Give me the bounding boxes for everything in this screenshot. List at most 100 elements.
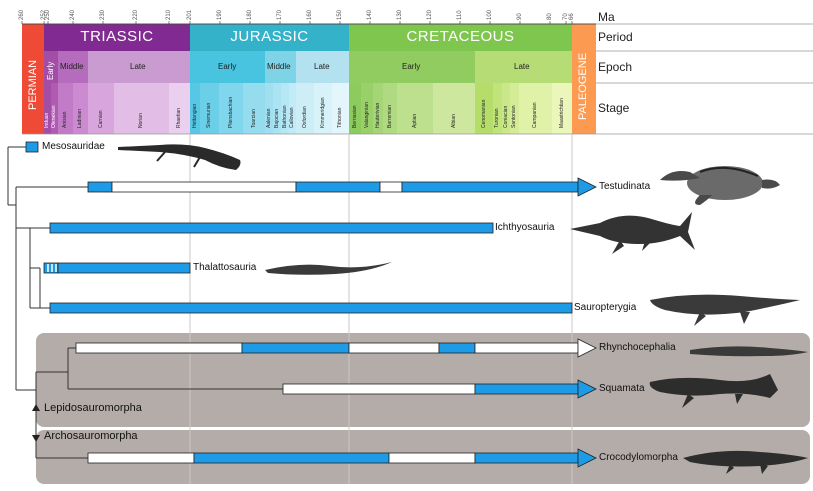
epoch-cretaceous-early [349, 51, 475, 83]
stage-label: Cenomanian [481, 99, 487, 128]
stage-label: Anisian [62, 111, 68, 128]
rhynchocephalian-silhouette-icon [690, 346, 808, 357]
range-rhynchocephalia-ghost-3 [474, 342, 579, 354]
range-testudinata-ghost-2 [379, 181, 403, 193]
stage-label: Tithonian [337, 107, 343, 128]
stage-tithonian [332, 83, 349, 134]
ma-tick-label: 140 [367, 9, 373, 20]
turtle-silhouette-icon [660, 166, 780, 205]
stage-bathonian [281, 83, 289, 134]
ma-tick-label: 201 [187, 9, 193, 20]
range-squamata-arrowhead [577, 379, 597, 399]
period-jurassic [190, 24, 349, 51]
stage-olenekian [51, 83, 58, 134]
stage-aptian [397, 83, 433, 134]
mesosaur-silhouette-icon [118, 144, 241, 170]
stage-albian [433, 83, 475, 134]
stage-label: Kimmeridgian [320, 97, 326, 128]
stage-header-label: Stage [598, 101, 630, 115]
stage-bajocian [273, 83, 281, 134]
clade-label-archosauromorpha: Archosauromorpha [44, 430, 138, 442]
period-triassic [44, 24, 190, 51]
lepidosauromorpha-shading [36, 333, 810, 427]
period-label-permian: PERMIAN [27, 59, 39, 110]
ma-tick-label: 180 [247, 9, 253, 20]
ma-tick-label: 250 [45, 9, 51, 20]
stage-label: Bajocian [274, 108, 280, 128]
stage-turonian [493, 83, 502, 134]
plesiosaur-silhouette-icon [650, 294, 800, 326]
ma-tick-label: 230 [100, 9, 106, 20]
epoch-jurassic-middle [265, 51, 296, 83]
range-rhynchocephalia-blue-2 [438, 342, 476, 354]
ma-tick-label: 66 [569, 13, 575, 20]
range-rhynchocephalia-ghost-2 [348, 342, 440, 354]
range-rhynchocephalia-blue-1 [241, 342, 350, 354]
epoch-label-triassic-early: Early [46, 61, 55, 80]
epoch-triassic-late [88, 51, 190, 83]
stage-aalenian [265, 83, 273, 134]
range-squamata-blue [474, 383, 579, 395]
ma-tick-label: 260 [19, 9, 25, 20]
ma-tick-label: 240 [70, 9, 76, 20]
range-testudinata-blue-3 [401, 181, 579, 193]
epoch-label-jurassic-early: Early [218, 62, 237, 71]
stage-pliensbachian [219, 83, 243, 134]
stage-callovian [289, 83, 296, 134]
stage-label: Santonian [511, 105, 517, 128]
stage-hauterivian [373, 83, 383, 134]
ma-tick-label: 220 [133, 9, 139, 20]
epoch-header-label: Epoch [598, 60, 633, 74]
stage-label: Turonian [494, 108, 500, 128]
lepidosauromorpha-arrow-icon [32, 404, 40, 411]
epoch-label-jurassic-late: Late [314, 62, 330, 71]
stage-label: Hettangian [192, 103, 198, 128]
stage-sinemurian [200, 83, 219, 134]
range-bars [25, 141, 597, 468]
stage-label: Induan [44, 112, 50, 128]
stage-label: Campanian [532, 102, 538, 128]
crocodylomorph-silhouette-icon [683, 450, 808, 474]
epoch-label-cretaceous-late: Late [514, 62, 530, 71]
stage-rhaetian [169, 83, 190, 134]
stage-campanian [519, 83, 552, 134]
taxon-label-testudinata: Testudinata [599, 181, 651, 192]
stage-label: Pliensbachian [228, 96, 234, 128]
mosasaur-silhouette-icon [649, 374, 778, 408]
range-crocodylomorpha-ghost-2 [388, 452, 476, 464]
stage-label: Hauterivian [375, 102, 381, 128]
range-squamata-ghost [282, 383, 476, 395]
stage-label: Carnian [98, 110, 104, 128]
stage-coniacian [502, 83, 510, 134]
stage-label: Toarcian [251, 109, 257, 128]
stage-label: Ladinian [77, 109, 83, 128]
epoch-triassic-middle [58, 51, 88, 83]
clade-label-lepidosauromorpha: Lepidosauromorpha [44, 402, 142, 414]
epoch-jurassic-early [190, 51, 265, 83]
epoch-cretaceous-late [475, 51, 572, 83]
stage-norian [114, 83, 169, 134]
ma-tick-label: 80 [547, 13, 553, 20]
stage-label: Aalenian [266, 108, 272, 128]
stage-barremian [383, 83, 397, 134]
stage-carnian [88, 83, 114, 134]
ma-tick-marks [21, 21, 573, 24]
ma-header-label: Ma [598, 10, 615, 24]
range-sauropterygia [49, 302, 573, 314]
range-testudinata-arrowhead [577, 177, 597, 197]
ma-tick-label: 150 [337, 9, 343, 20]
ma-tick-label: 90 [517, 13, 523, 20]
range-rhynchocephalia-ghost-1 [75, 342, 243, 354]
range-testudinata-blue-2 [295, 181, 381, 193]
ma-tick-label: 110 [457, 10, 463, 20]
range-crocodylomorpha-blue-1 [193, 452, 390, 464]
range-crocodylomorpha-ghost-1 [87, 452, 195, 464]
ma-tick-label: 130 [397, 9, 403, 20]
taxon-label-ichthyosauria: Ichthyosauria [495, 222, 555, 233]
taxon-label-crocodylomorpha: Crocodylomorpha [599, 452, 678, 463]
ma-tick-label: 210 [166, 9, 172, 20]
stage-label: Maastrichtian [559, 98, 565, 128]
stage-label: Callovian [289, 107, 295, 128]
range-testudinata-blue-1 [87, 181, 113, 193]
period-label-paleogene: PALEOGENE [577, 52, 589, 120]
